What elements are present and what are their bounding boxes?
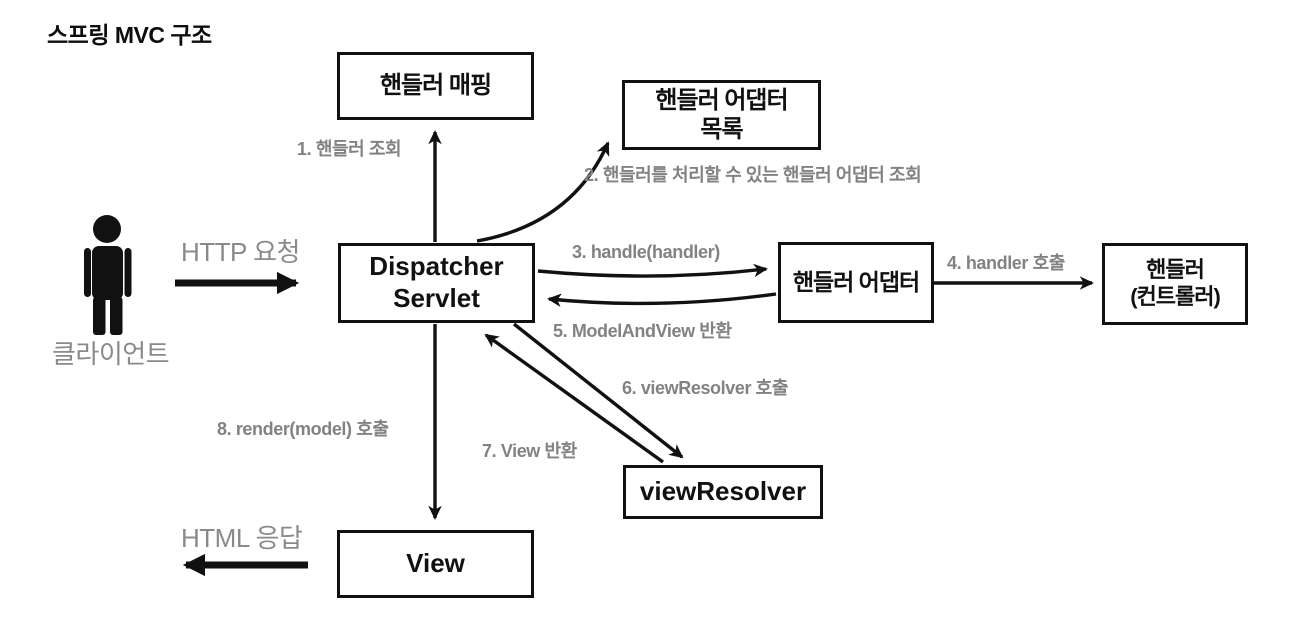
node-view-resolver: viewResolver bbox=[623, 465, 823, 519]
node-view: View bbox=[337, 530, 534, 598]
label-step5: 5. ModelAndView 반환 bbox=[553, 321, 732, 341]
node-dispatcher-servlet-label: Dispatcher Servlet bbox=[369, 251, 504, 313]
node-handler-controller-label: 핸들러 (컨트롤러) bbox=[1130, 257, 1221, 309]
label-step6: 6. viewResolver 호출 bbox=[622, 378, 788, 398]
node-handler-controller: 핸들러 (컨트롤러) bbox=[1102, 243, 1248, 325]
node-handler-mapping: 핸들러 매핑 bbox=[337, 52, 534, 120]
arrow-step6-viewresolver-call bbox=[512, 322, 684, 459]
node-handler-adapter-label: 핸들러 어댑터 bbox=[792, 269, 920, 296]
label-step3: 3. handle(handler) bbox=[572, 242, 720, 262]
node-view-label: View bbox=[406, 548, 465, 579]
node-view-resolver-label: viewResolver bbox=[639, 476, 807, 507]
node-handler-adapter-list: 핸들러 어댑터 목록 bbox=[622, 80, 821, 150]
label-http-request: HTTP 요청 bbox=[181, 237, 300, 267]
label-step4: 4. handler 호출 bbox=[947, 253, 1065, 273]
arrow-step7-view-return bbox=[484, 333, 664, 464]
node-handler-mapping-label: 핸들러 매핑 bbox=[379, 72, 492, 100]
arrow-step5-modelandview-return bbox=[547, 292, 777, 307]
label-step8: 8. render(model) 호출 bbox=[217, 419, 389, 439]
label-step2: 2. 핸들러를 처리할 수 있는 핸들러 어댑터 조회 bbox=[584, 165, 922, 185]
diagram-title: 스프링 MVC 구조 bbox=[47, 22, 212, 48]
node-handler-adapter: 핸들러 어댑터 bbox=[778, 242, 934, 323]
label-step1: 1. 핸들러 조회 bbox=[297, 139, 402, 159]
client-person-icon bbox=[84, 215, 132, 335]
label-step7: 7. View 반환 bbox=[482, 441, 577, 461]
node-handler-adapter-list-label: 핸들러 어댑터 목록 bbox=[655, 86, 788, 143]
label-client: 클라이언트 bbox=[52, 339, 170, 369]
arrow-step2-adapter-lookup bbox=[476, 141, 610, 243]
label-html-response: HTML 응답 bbox=[181, 523, 303, 553]
node-dispatcher-servlet: Dispatcher Servlet bbox=[338, 243, 535, 323]
arrow-step3-handle bbox=[537, 263, 768, 278]
